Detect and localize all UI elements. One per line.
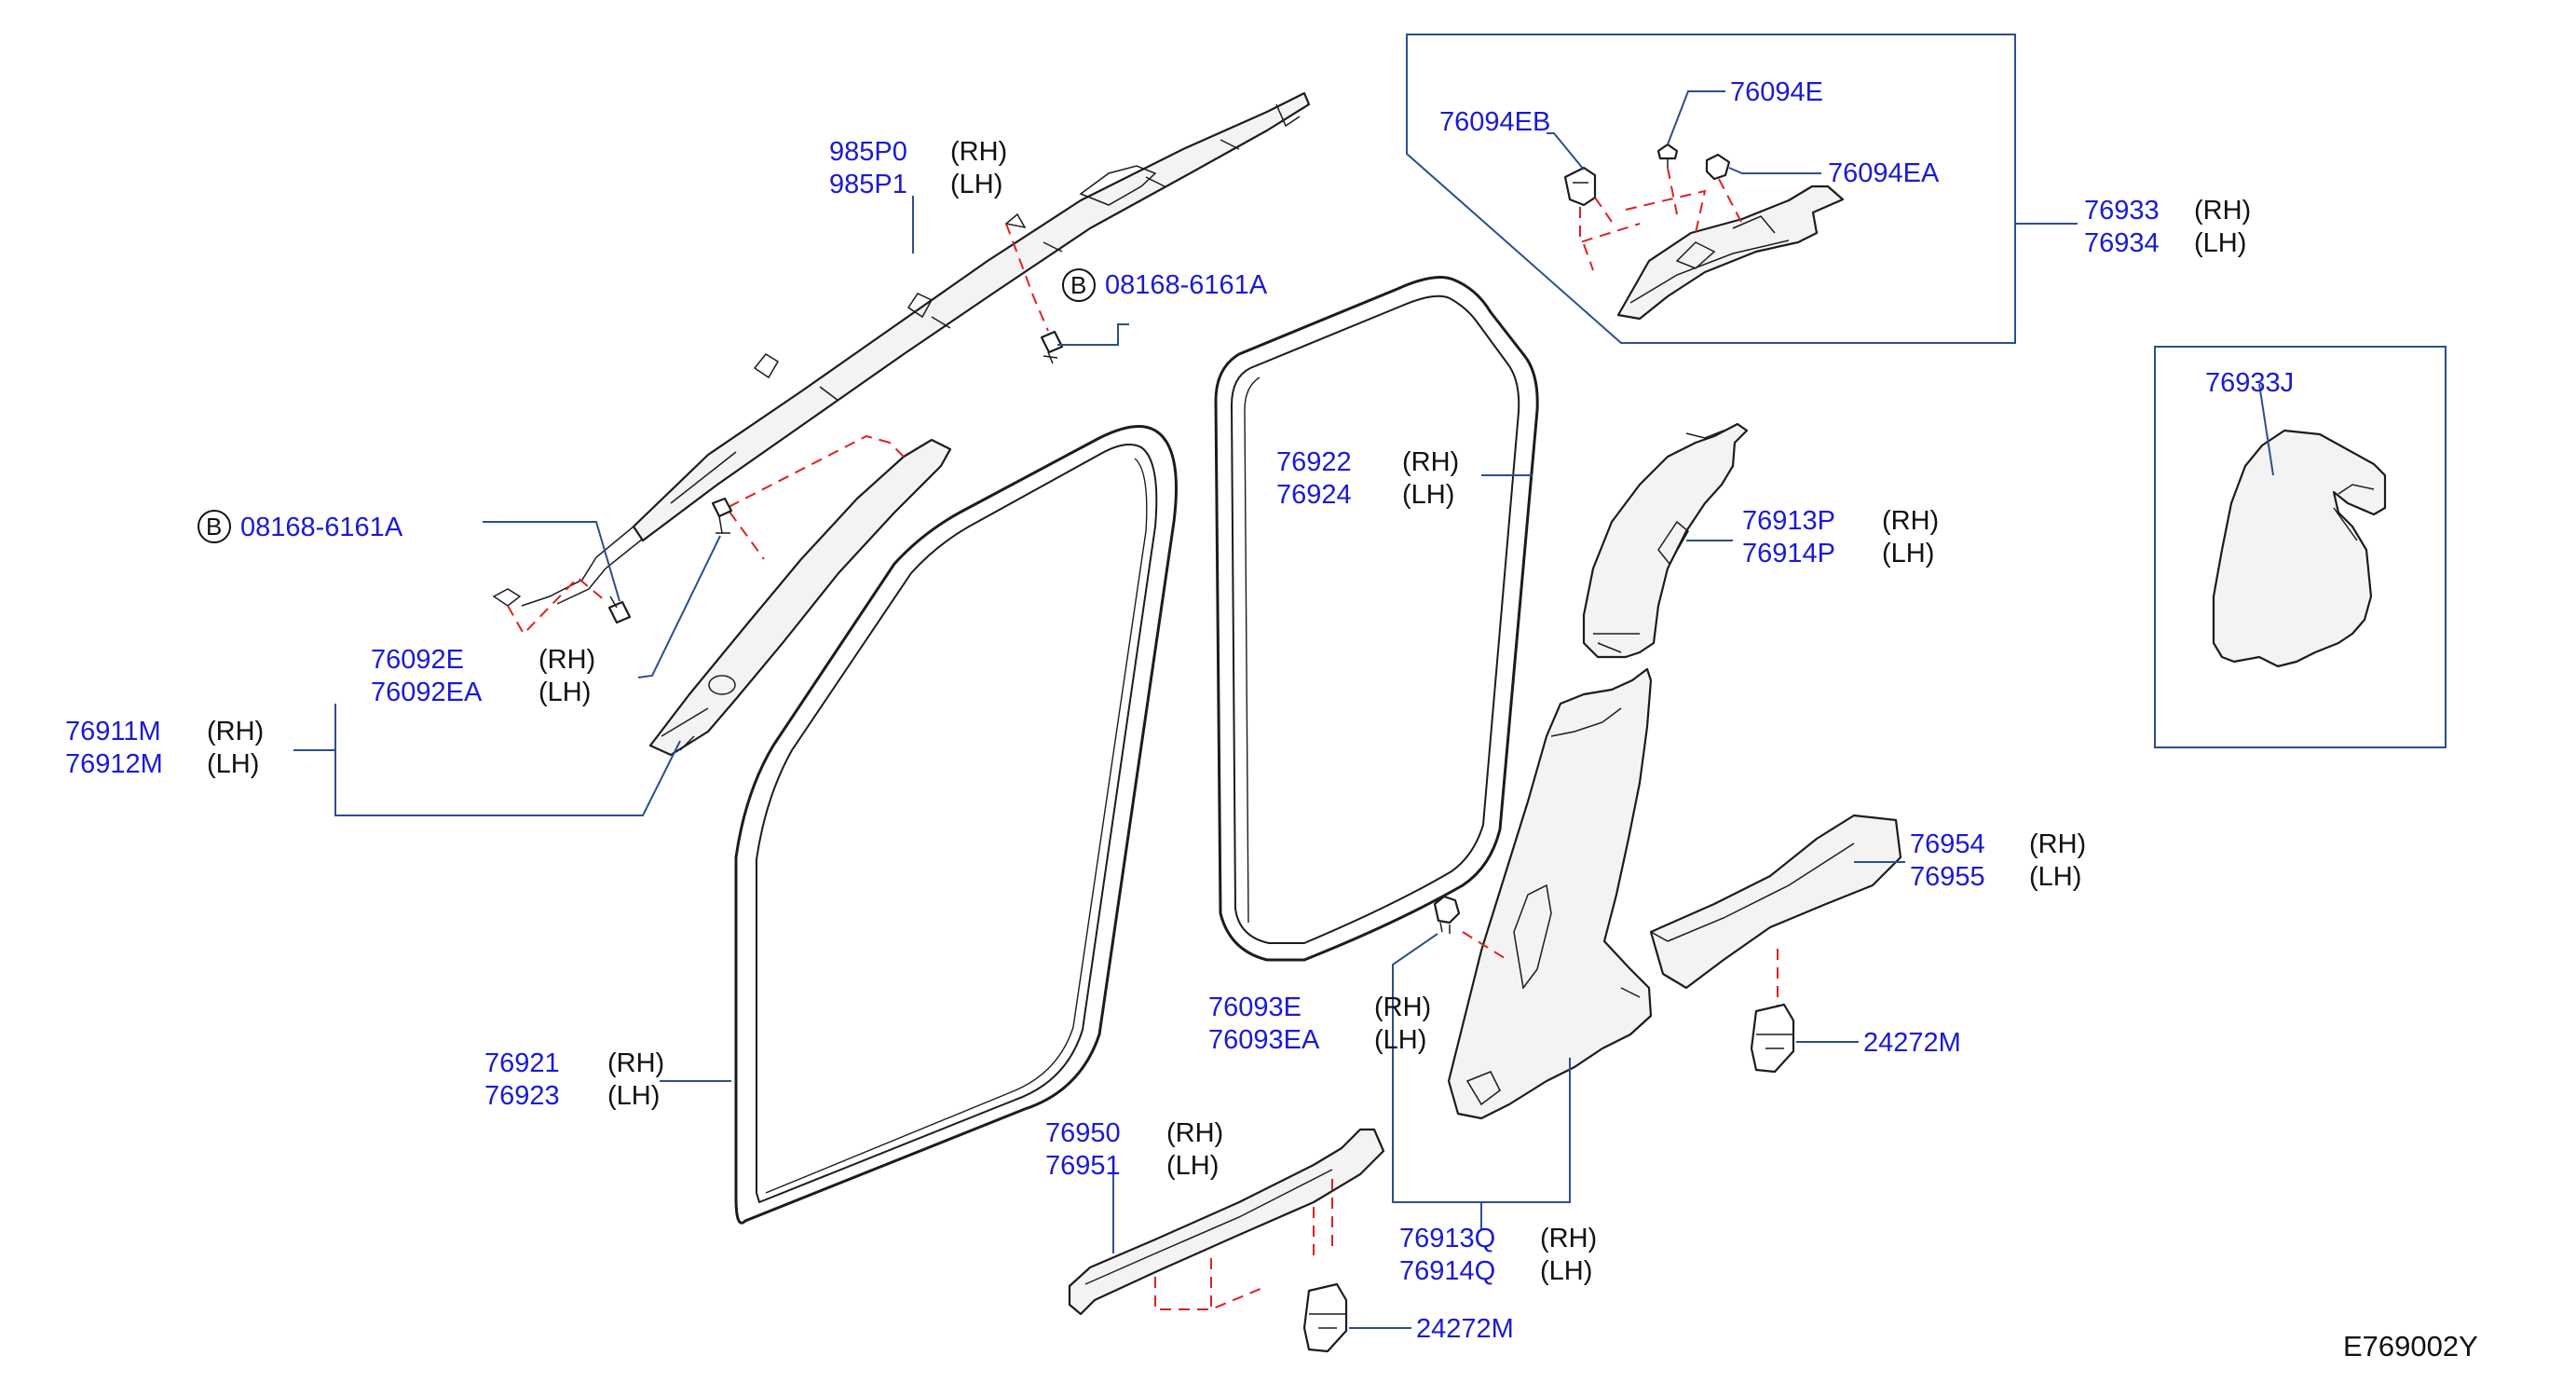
label-76923[interactable]: 76923 (484, 1081, 560, 1111)
label-76914q[interactable]: 76914Q (1399, 1256, 1495, 1286)
label-76954[interactable]: 76954 (1910, 829, 1985, 859)
side-rh-76954: (RH) (2029, 829, 2086, 859)
clip-76094eb[interactable] (1563, 166, 1597, 207)
side-lh-76923: (LH) (607, 1081, 660, 1111)
label-24272m-rear[interactable]: 24272M (1863, 1028, 1961, 1058)
label-76094ea[interactable]: 76094EA (1828, 158, 1940, 188)
side-rh-76933: (RH) (2194, 196, 2251, 226)
bolt-left-callout[interactable]: B 08168-6161A (198, 510, 403, 543)
inset-box-76933: 76094EB 76094E 76094EA 76933 (RH) 76934 … (1406, 34, 2251, 344)
front-pillar-garnish-76911m[interactable] (648, 438, 952, 757)
rear-pillar-upper-garnish (1616, 185, 1845, 321)
label-08168-6161a-upper[interactable]: 08168-6161A (1105, 270, 1268, 300)
label-76913q[interactable]: 76913Q (1399, 1224, 1495, 1253)
rear-weatherstrip-76922[interactable] (1214, 276, 1539, 962)
side-rh-76092e: (RH) (538, 645, 595, 675)
label-76911m[interactable]: 76911M (65, 717, 161, 746)
label-76924[interactable]: 76924 (1276, 480, 1352, 510)
side-rh-985p0: (RH) (950, 137, 1007, 167)
badge-b-upper: B (1070, 271, 1086, 299)
side-lh-76924: (LH) (1402, 480, 1454, 510)
bolt-upper-callout[interactable]: B 08168-6161A (1062, 268, 1268, 302)
center-pillar-upper-76913p[interactable] (1582, 422, 1749, 659)
side-rh-76950: (RH) (1166, 1118, 1223, 1148)
label-76934[interactable]: 76934 (2084, 228, 2160, 258)
bolt-upper[interactable] (1040, 330, 1064, 364)
clip-76094ea[interactable] (1705, 153, 1731, 181)
label-985p1[interactable]: 985P1 (829, 170, 907, 199)
side-lh-76914p: (LH) (1882, 539, 1934, 568)
label-76092ea[interactable]: 76092EA (371, 678, 483, 707)
label-76092e[interactable]: 76092E (371, 645, 464, 675)
label-24272m-front[interactable]: 24272M (1416, 1314, 1514, 1344)
front-kicking-plate-76950[interactable] (1068, 1128, 1385, 1316)
clip-76093e[interactable] (1433, 895, 1461, 934)
front-weatherstrip-76921[interactable] (734, 425, 1178, 1225)
badge-b-left: B (206, 513, 222, 541)
side-rh-76093e: (RH) (1374, 993, 1431, 1022)
side-lh-76955: (LH) (2029, 862, 2081, 892)
side-lh-76914q: (LH) (1540, 1256, 1592, 1286)
clamp-24272m-rear[interactable] (1750, 1003, 1795, 1074)
side-lh-76093ea: (LH) (1374, 1025, 1426, 1055)
label-08168-6161a-left[interactable]: 08168-6161A (240, 513, 403, 542)
center-pillar-lower-76913q[interactable] (1447, 667, 1653, 1120)
insulator-pad (2212, 429, 2387, 668)
side-rh-76921: (RH) (607, 1048, 664, 1078)
label-985p0[interactable]: 985P0 (829, 137, 907, 167)
clamp-24272m-front[interactable] (1302, 1282, 1348, 1353)
bolt-left[interactable] (607, 596, 632, 624)
side-rh-76913p: (RH) (1882, 506, 1939, 536)
label-76913p[interactable]: 76913P (1742, 506, 1835, 536)
clip-76092e[interactable] (711, 497, 733, 534)
label-76921[interactable]: 76921 (484, 1048, 560, 1078)
side-lh-76951: (LH) (1166, 1151, 1219, 1181)
curtain-airbag-985p0[interactable] (492, 91, 1311, 607)
label-76933[interactable]: 76933 (2084, 196, 2160, 226)
label-76914p[interactable]: 76914P (1742, 539, 1835, 568)
label-76933j[interactable]: 76933J (2205, 368, 2294, 398)
rear-kicking-plate-76954[interactable] (1649, 814, 1902, 990)
label-76951[interactable]: 76951 (1045, 1151, 1121, 1181)
label-76093e[interactable]: 76093E (1208, 993, 1302, 1022)
inset-box-76933j: 76933J (2154, 346, 2447, 748)
label-76955[interactable]: 76955 (1910, 862, 1985, 892)
side-rh-76911m: (RH) (207, 717, 264, 746)
side-lh-76912m: (LH) (207, 749, 259, 779)
side-lh-985p1: (LH) (950, 170, 1002, 199)
side-rh-76913q: (RH) (1540, 1224, 1597, 1253)
label-76093ea[interactable]: 76093EA (1208, 1025, 1320, 1055)
side-lh-76092ea: (LH) (538, 678, 591, 707)
diagram-code: E769002Y (2343, 1330, 2478, 1362)
label-76912m[interactable]: 76912M (65, 749, 163, 779)
label-76094eb[interactable]: 76094EB (1439, 107, 1550, 137)
clip-76094e[interactable] (1656, 143, 1679, 168)
side-rh-76922: (RH) (1402, 447, 1459, 477)
label-76094e[interactable]: 76094E (1730, 77, 1823, 107)
side-lh-76934: (LH) (2194, 228, 2246, 258)
label-76922[interactable]: 76922 (1276, 447, 1352, 477)
label-76950[interactable]: 76950 (1045, 1118, 1121, 1148)
